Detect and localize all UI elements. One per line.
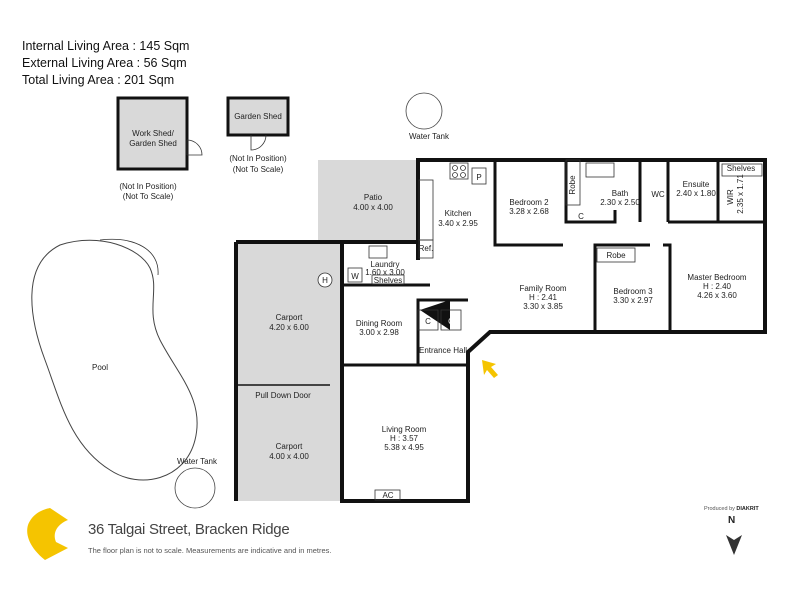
shelves-label: Shelves	[727, 164, 755, 173]
bath-label: Bath	[612, 189, 628, 198]
walls	[234, 158, 767, 503]
work-shed-label: Garden Shed	[129, 139, 177, 148]
work-shed-note: (Not In Position)	[119, 182, 177, 191]
bedroom-3-label: Bedroom 3	[613, 287, 653, 296]
carport-size: 4.20 x 6.00	[269, 323, 309, 332]
water-tank-label: Water Tank	[409, 132, 450, 141]
hot-water-label: H	[322, 276, 328, 285]
total-area: Total Living Area : 201 Sqm	[22, 73, 175, 87]
water-tank-bottom	[174, 467, 216, 509]
living-room-height: H : 3.57	[390, 434, 419, 443]
washer-label: W	[351, 272, 359, 281]
master-bedroom-size: 4.26 x 3.60	[697, 291, 737, 300]
living-room-size: 5.38 x 4.95	[384, 443, 424, 452]
linen-cupboard-label: C	[578, 212, 584, 221]
disclaimer: The floor plan is not to scale. Measurem…	[88, 546, 332, 555]
living-room-label: Living Room	[382, 425, 427, 434]
family-room-label: Family Room	[519, 284, 566, 293]
internal-area: Internal Living Area : 145 Sqm	[22, 39, 190, 53]
wc-label: WC	[651, 190, 665, 199]
brand-name: DIAKRIT	[736, 506, 759, 512]
garden-shed-label: Garden Shed	[234, 112, 282, 121]
pool-label: Pool	[92, 363, 108, 372]
bedroom-3-size: 3.30 x 2.97	[613, 296, 653, 305]
laundry-size: 1.60 x 3.00	[365, 268, 405, 277]
master-bedroom-height: H : 2.40	[703, 282, 732, 291]
carport-label: Carport	[276, 442, 303, 451]
pool	[31, 239, 198, 481]
shelves-label: Shelves	[374, 276, 402, 285]
work-shed-note: (Not To Scale)	[123, 192, 174, 201]
work-shed	[116, 96, 189, 171]
north-arrow-icon	[726, 535, 742, 555]
dining-room-label: Dining Room	[356, 319, 403, 328]
work-shed-label: Work Shed/	[132, 129, 174, 138]
patio-label: Patio	[364, 193, 383, 202]
master-bedroom-label: Master Bedroom	[687, 273, 746, 282]
pantry-label: P	[476, 173, 481, 182]
robe-label: Robe	[606, 251, 626, 260]
bedroom-2-size: 3.28 x 2.68	[509, 207, 549, 216]
ensuite-label: Ensuite	[683, 180, 710, 189]
area-summary: Internal Living Area : 145 Sqm External …	[22, 38, 189, 89]
bath-size: 2.30 x 2.50	[600, 198, 640, 207]
bedroom-2-label: Bedroom 2	[509, 198, 549, 207]
wir-size: 2.35 x 1.71	[736, 174, 745, 214]
logo-icon	[27, 508, 68, 560]
laundry-label: Laundry	[371, 260, 400, 269]
garden-shed-note: (Not In Position)	[229, 154, 287, 163]
pull-down-door-label: Pull Down Door	[255, 391, 311, 400]
carport-size: 4.00 x 4.00	[269, 452, 309, 461]
carport-1	[236, 242, 342, 385]
garden-shed-note: (Not To Scale)	[233, 165, 284, 174]
external-area: External Living Area : 56 Sqm	[22, 56, 187, 70]
family-room-height: H : 2.41	[529, 293, 558, 302]
entry-arrow-icon	[482, 360, 498, 378]
produced-by-text: Produced by	[704, 506, 735, 512]
ensuite-size: 2.40 x 1.80	[676, 189, 716, 198]
wir-label: WIR	[726, 189, 735, 205]
water-tank-top	[405, 92, 443, 130]
patio-size: 4.00 x 4.00	[353, 203, 393, 212]
robe-label: Robe	[568, 175, 577, 195]
kitchen-label: Kitchen	[445, 209, 472, 218]
produced-by: Produced by DIAKRIT	[704, 506, 759, 512]
entrance-hall-label: Entrance Hall	[419, 346, 467, 355]
fixtures	[317, 159, 763, 501]
family-room-size: 3.30 x 3.85	[523, 302, 563, 311]
water-tank-label: Water Tank	[177, 457, 218, 466]
dining-room-size: 3.00 x 2.98	[359, 328, 399, 337]
carport-label: Carport	[276, 313, 303, 322]
ac-label: AC	[382, 491, 393, 500]
carport-2	[236, 385, 342, 501]
patio	[318, 160, 418, 240]
closet-label: C	[425, 317, 431, 326]
north-label: N	[728, 515, 736, 526]
closet-label: C	[448, 317, 454, 326]
fridge-label: Ref.	[419, 244, 434, 253]
garden-shed	[226, 96, 290, 137]
property-address: 36 Talgai Street, Bracken Ridge	[88, 521, 290, 538]
kitchen-size: 3.40 x 2.95	[438, 219, 478, 228]
